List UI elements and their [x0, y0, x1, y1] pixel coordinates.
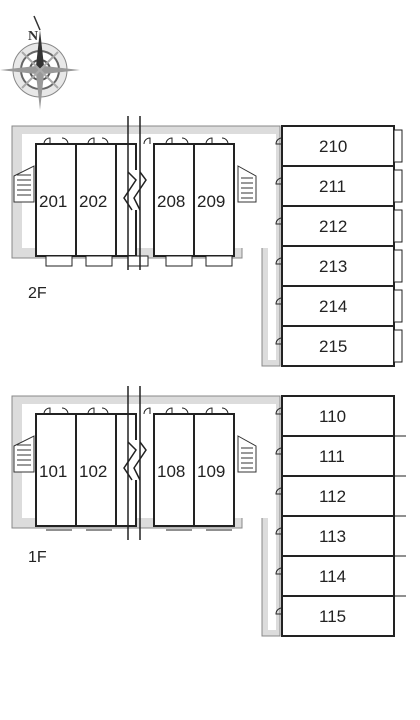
unit-110: 110 — [319, 407, 346, 426]
unit-111: 111 — [319, 447, 345, 466]
unit-214: 214 — [319, 297, 347, 316]
floor-label-2f: 2F — [28, 285, 47, 302]
unit-209: 209 — [197, 192, 225, 211]
unit-202: 202 — [79, 192, 107, 211]
floor-label-1f: 1F — [28, 549, 47, 566]
unit-208: 208 — [157, 192, 185, 211]
compass-north-label: N — [28, 29, 38, 44]
compass-rose-icon: N — [0, 15, 80, 110]
floor-2f: 201 202 208 209 210 211 — [11, 116, 403, 367]
floor-1f: 101 102 108 109 110 111 112 113 114 — [11, 386, 406, 637]
unit-113: 113 — [319, 527, 346, 546]
unit-213: 213 — [319, 257, 347, 276]
unit-114: 114 — [319, 567, 346, 586]
unit-211: 211 — [319, 177, 346, 196]
unit-101: 101 — [39, 462, 67, 481]
stairs-right-2f — [237, 165, 257, 203]
unit-115: 115 — [319, 607, 346, 626]
unit-102: 102 — [79, 462, 107, 481]
stairs-right-1f — [237, 435, 257, 473]
right-block-1f — [275, 395, 406, 637]
unit-108: 108 — [157, 462, 185, 481]
unit-210: 210 — [319, 137, 347, 156]
unit-109: 109 — [197, 462, 225, 481]
right-block-2f — [275, 125, 403, 367]
unit-112: 112 — [319, 487, 346, 506]
stairs-left-2f — [13, 165, 35, 203]
unit-201: 201 — [39, 192, 67, 211]
unit-212: 212 — [319, 217, 347, 236]
stairs-left-1f — [13, 435, 35, 473]
unit-215: 215 — [319, 337, 347, 356]
